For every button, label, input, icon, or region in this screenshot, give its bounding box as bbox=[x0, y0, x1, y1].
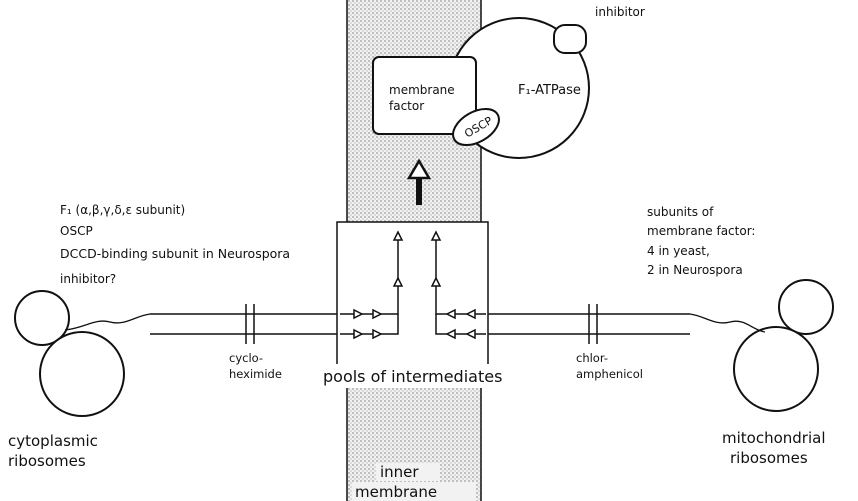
mitochondrial-ribosomes-label-1: mitochondrial bbox=[722, 429, 826, 447]
mitochondrial-ribosome bbox=[690, 280, 833, 411]
cycloheximide-label-1: cyclo- bbox=[229, 351, 263, 365]
cytoplasmic-products-list: F₁ (α,β,γ,δ,ε subunit) OSCP DCCD-binding… bbox=[60, 203, 290, 286]
left-list-item-3: DCCD-binding subunit in Neurospora bbox=[60, 246, 290, 261]
pools-box bbox=[337, 222, 488, 365]
cytoplasmic-import-lines bbox=[150, 310, 362, 338]
inner-membrane-label-2: membrane bbox=[355, 483, 437, 501]
left-list-item-1: F₁ (α,β,γ,δ,ε subunit) bbox=[60, 203, 185, 217]
mitochondrial-products-list: subunits of membrane factor: 4 in yeast,… bbox=[647, 205, 755, 277]
inhibitor-label: inhibitor bbox=[595, 5, 645, 19]
cytoplasmic-ribosome bbox=[15, 291, 150, 416]
inhibitor-block bbox=[554, 25, 586, 53]
chloramphenicol-label-2: amphenicol bbox=[576, 367, 643, 381]
chloramphenicol-block-marks bbox=[589, 304, 597, 344]
right-list-item-3: 4 in yeast, bbox=[647, 244, 710, 258]
membrane-factor-label-1: membrane bbox=[389, 83, 455, 97]
membrane-factor-label-2: factor bbox=[389, 99, 424, 113]
cycloheximide-label-2: heximide bbox=[229, 367, 282, 381]
pools-label: pools of intermediates bbox=[323, 367, 502, 386]
inner-membrane-label-1: inner bbox=[380, 463, 419, 481]
cytoplasmic-ribosomes-label-2: ribosomes bbox=[8, 452, 86, 470]
right-list-item-4: 2 in Neurospora bbox=[647, 263, 743, 277]
right-list-item-2: membrane factor: bbox=[647, 224, 755, 238]
f1-atpase-label: F₁-ATPase bbox=[518, 83, 581, 98]
mitochondrial-ribosomes-label-2: ribosomes bbox=[730, 449, 808, 467]
cycloheximide-block-marks bbox=[246, 304, 254, 344]
cytoplasmic-ribosomes-label-1: cytoplasmic bbox=[8, 432, 98, 450]
chloramphenicol-label-1: chlor- bbox=[576, 351, 608, 365]
right-list-item-1: subunits of bbox=[647, 205, 714, 219]
left-list-item-2: OSCP bbox=[60, 224, 93, 238]
mitochondrial-import-lines bbox=[467, 310, 690, 338]
left-list-item-4: inhibitor? bbox=[60, 272, 116, 286]
